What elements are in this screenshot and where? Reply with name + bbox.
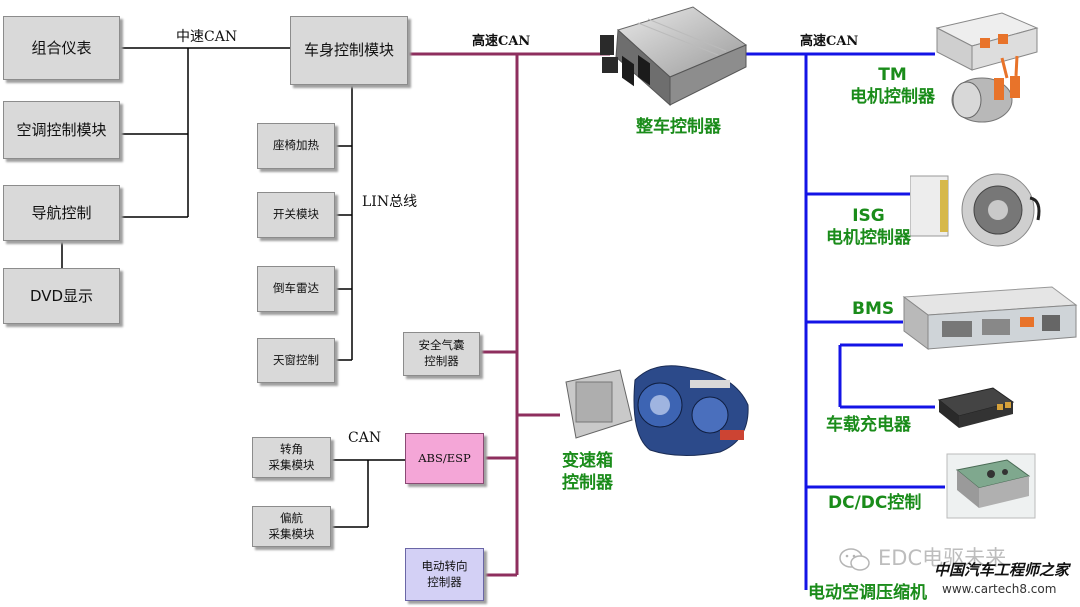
can-label: CAN xyxy=(348,430,382,446)
dcdc-converter-image xyxy=(946,453,1036,519)
navigation-box: 导航控制 xyxy=(3,185,120,241)
tm-label: TM 电机控制器 xyxy=(850,64,935,108)
seat-heating-label: 座椅加热 xyxy=(273,138,319,153)
gearbox-line2: 控制器 xyxy=(562,473,613,494)
gearbox-controller-label: 变速箱 控制器 xyxy=(562,450,613,494)
eps-line1: 电动转向 xyxy=(421,558,468,573)
sunroof-control-label: 天窗控制 xyxy=(273,352,319,367)
isg-line1: ISG xyxy=(852,206,885,226)
airbag-controller-box: 安全气囊 控制器 xyxy=(403,332,480,376)
eps-controller-box: 电动转向 控制器 xyxy=(405,548,484,601)
seat-heating-box: 座椅加热 xyxy=(257,123,335,169)
compressor-label: 电动空调压缩机 xyxy=(808,583,927,603)
bms-battery-pack-image xyxy=(902,286,1078,350)
sunroof-control-box: 天窗控制 xyxy=(257,338,335,383)
abs-can-bus xyxy=(331,459,405,528)
steering-angle-sensor-box: 转角 采集模块 xyxy=(252,437,331,478)
body-control-module-box: 车身控制模块 xyxy=(290,16,408,85)
vcu-label: 整车控制器 xyxy=(636,117,721,137)
steering-angle-line2: 采集模块 xyxy=(268,457,315,472)
onboard-charger-image xyxy=(937,387,1015,428)
dvd-display-box: DVD显示 xyxy=(3,268,120,324)
instrument-cluster-box: 组合仪表 xyxy=(3,16,120,80)
high-can-bus-right xyxy=(745,52,945,590)
airbag-line1: 安全气囊 xyxy=(418,338,465,353)
tm-line1: TM xyxy=(878,65,907,85)
reverse-radar-label: 倒车雷达 xyxy=(273,281,319,296)
watermark: EDC电驱未来 中国汽车工程师之家 www.cartech8.com xyxy=(838,540,1078,605)
yaw-line2: 采集模块 xyxy=(268,526,315,541)
tm-motor-controller-image xyxy=(935,12,1039,123)
dcdc-label: DC/DC控制 xyxy=(828,493,922,513)
high-can-label-left: 高速CAN xyxy=(472,34,531,49)
instrument-cluster-label: 组合仪表 xyxy=(31,38,92,57)
navigation-label: 导航控制 xyxy=(31,203,92,222)
gearbox-image xyxy=(565,365,749,457)
airbag-line2: 控制器 xyxy=(424,354,459,368)
lin-bus-label: LIN总线 xyxy=(362,194,418,210)
high-can-bus-left xyxy=(408,52,610,577)
wechat-icon xyxy=(839,548,870,571)
dvd-display-label: DVD显示 xyxy=(29,286,94,305)
high-can-label-right: 高速CAN xyxy=(800,34,859,49)
lin-bus xyxy=(335,85,353,361)
abs-esp-label: ABS/ESP xyxy=(418,450,471,465)
vcu-ecu-image xyxy=(600,6,748,107)
reverse-radar-box: 倒车雷达 xyxy=(257,266,335,312)
tm-line2: 电机控制器 xyxy=(850,87,935,108)
switch-module-label: 开关模块 xyxy=(273,207,319,222)
ac-control-label: 空调控制模块 xyxy=(16,120,107,139)
yaw-line1: 偏航 xyxy=(280,510,303,525)
abs-esp-box: ABS/ESP xyxy=(405,433,484,484)
site-name-cn: 中国汽车工程师之家 xyxy=(934,561,1070,579)
mid-can-label: 中速CAN xyxy=(176,29,238,45)
switch-module-box: 开关模块 xyxy=(257,192,335,238)
charger-label: 车载充电器 xyxy=(826,415,911,435)
yaw-sensor-box: 偏航 采集模块 xyxy=(252,506,331,547)
bms-label: BMS xyxy=(852,299,895,319)
ac-control-box: 空调控制模块 xyxy=(3,101,120,159)
eps-line2: 控制器 xyxy=(427,574,462,589)
mid-can-bus xyxy=(61,47,290,268)
wechat-account-name: EDC电驱未来 xyxy=(878,546,1007,570)
site-url: www.cartech8.com xyxy=(942,582,1057,596)
isg-line2: 电机控制器 xyxy=(826,228,911,249)
isg-label: ISG 电机控制器 xyxy=(826,205,911,249)
steering-angle-line1: 转角 xyxy=(280,441,303,456)
isg-motor-controller-image xyxy=(910,173,1041,247)
body-control-module-label: 车身控制模块 xyxy=(303,41,394,60)
gearbox-line1: 变速箱 xyxy=(562,451,613,471)
